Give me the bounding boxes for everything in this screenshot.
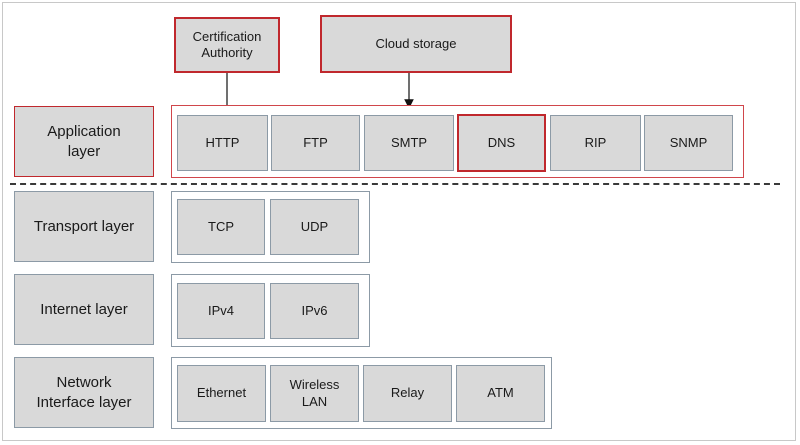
protocol-rip: RIP [550,115,641,171]
application-layer-label: Application layer [14,106,154,177]
transport-layer-label: Transport layer [14,191,154,262]
protocol-tcp: TCP [177,199,265,255]
protocol-ipv4: IPv4 [177,283,265,339]
protocol-atm: ATM [456,365,545,422]
protocol-snmp: SNMP [644,115,733,171]
protocol-udp: UDP [270,199,359,255]
protocol-smtp: SMTP [364,115,454,171]
internet-layer-label: Internet layer [14,274,154,345]
cloud-storage-box: Cloud storage [320,15,512,73]
protocol-ftp: FTP [271,115,360,171]
protocol-wireless-lan: Wireless LAN [270,365,359,422]
protocol-ipv6: IPv6 [270,283,359,339]
protocol-relay: Relay [363,365,452,422]
protocol-http: HTTP [177,115,268,171]
network-interface-layer-label: Network Interface layer [14,357,154,428]
certification-authority-box: Certification Authority [174,17,280,73]
protocol-ethernet: Ethernet [177,365,266,422]
protocol-dns: DNS [457,114,546,172]
layer-divider-dashed [10,183,780,185]
diagram-frame [2,2,796,441]
